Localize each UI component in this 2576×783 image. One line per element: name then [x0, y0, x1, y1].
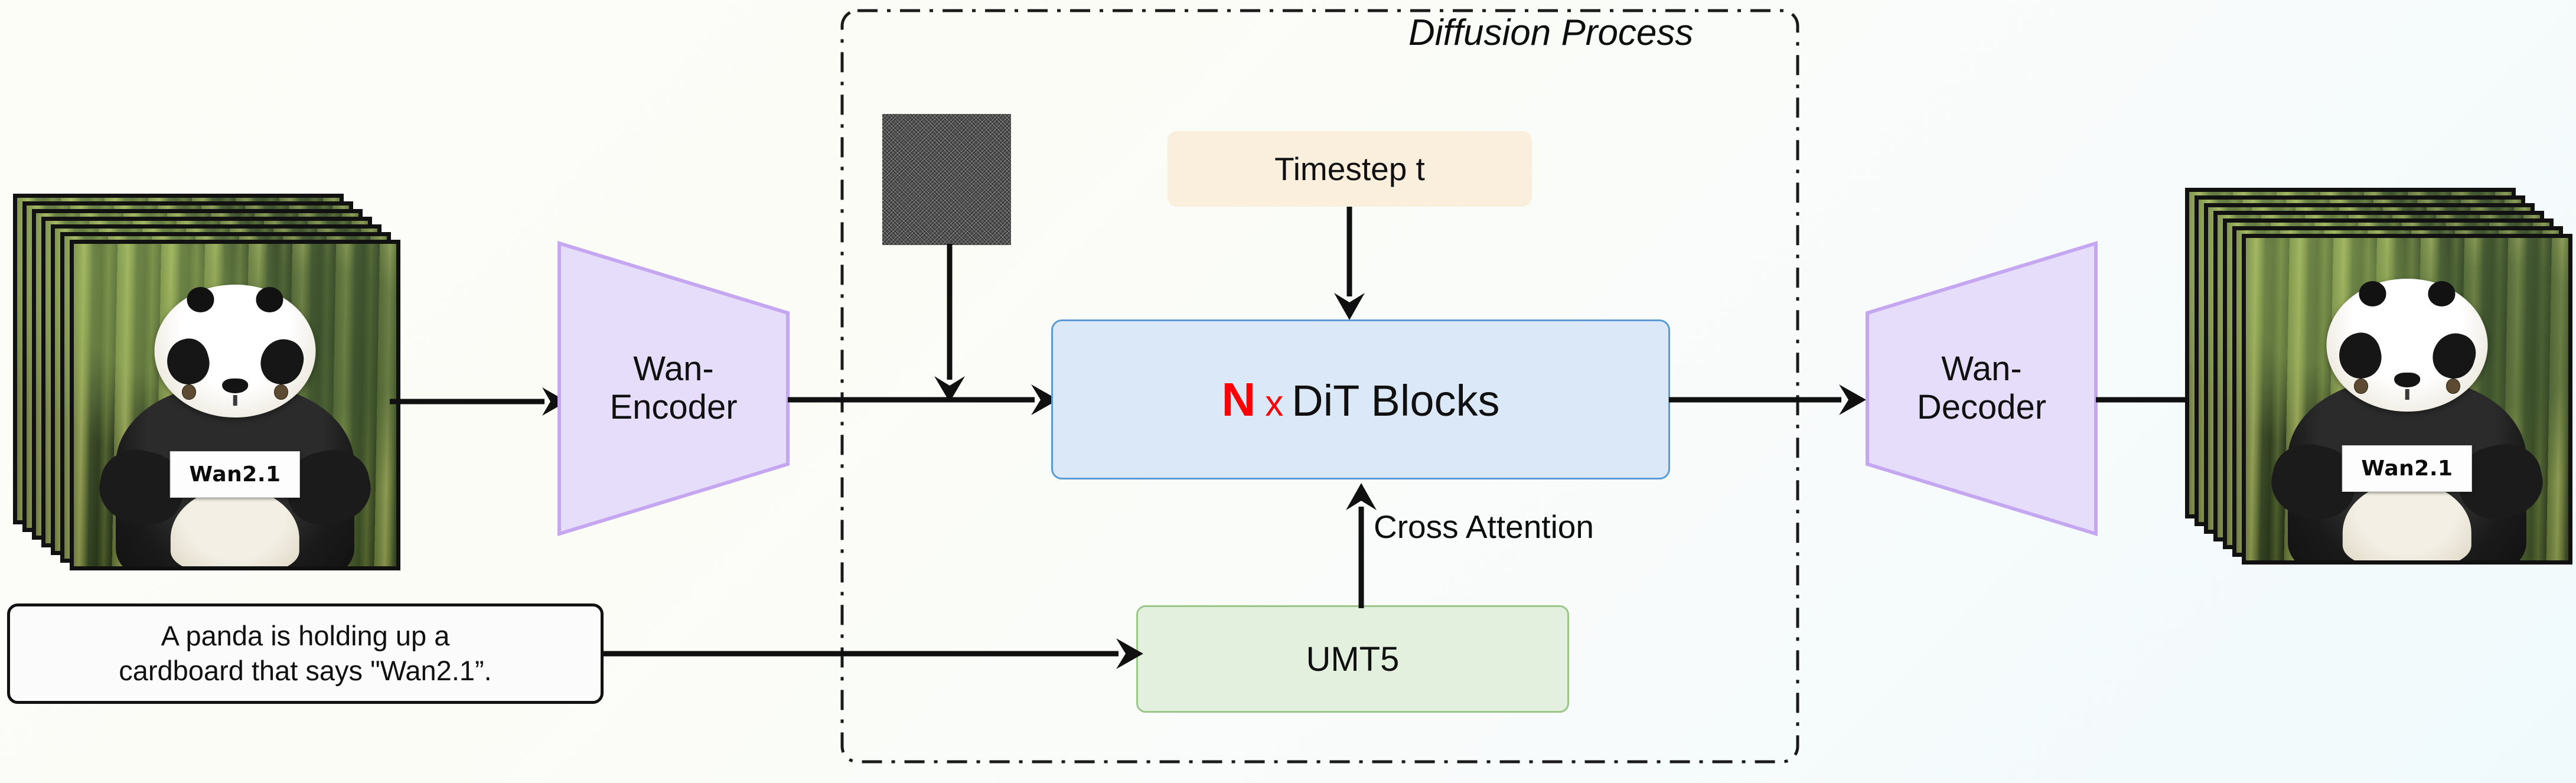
- umt5-box[interactable]: UMT5: [1136, 605, 1569, 713]
- output-video-frames: Wan2.1: [2185, 188, 2576, 589]
- cardboard-sign: Wan2.1: [2342, 445, 2473, 492]
- prompt-line-2: cardboard that says "Wan2.1”.: [119, 655, 492, 686]
- sign-text: Wan2.1: [189, 462, 281, 487]
- prompt-text-box[interactable]: A panda is holding up a cardboard that s…: [7, 603, 604, 704]
- arrow-dit-to-decoder: [1669, 384, 1866, 415]
- panda-illustration: Wan2.1: [74, 263, 396, 566]
- cross-attention-label: Cross Attention: [1374, 508, 1594, 545]
- arrow-prompt-to-umt5: [601, 638, 1143, 669]
- cardboard-sign: Wan2.1: [169, 451, 301, 498]
- arrow-frames-to-encoder: [390, 387, 567, 416]
- frame-front: Wan2.1: [2242, 234, 2572, 565]
- dit-times-symbol: x: [1265, 383, 1284, 424]
- arrow-timestep-to-dit: [1334, 207, 1365, 320]
- dit-repeat-count: N: [1221, 373, 1256, 426]
- prompt-line-1: A panda is holding up a: [161, 620, 450, 652]
- wan-encoder[interactable]: Wan- Encoder: [557, 240, 790, 537]
- gaussian-noise-patch: [882, 114, 1011, 245]
- wan-decoder[interactable]: Wan- Decoder: [1865, 240, 2098, 537]
- panda-illustration: Wan2.1: [2246, 257, 2568, 560]
- umt5-label: UMT5: [1306, 640, 1400, 678]
- diffusion-process-container: [840, 9, 1799, 764]
- sign-text: Wan2.1: [2361, 456, 2453, 481]
- arrow-umt5-to-dit-cross-attention: [1346, 483, 1377, 608]
- dit-blocks-box[interactable]: N x DiT Blocks: [1051, 319, 1670, 479]
- diffusion-process-label: Diffusion Process: [1408, 12, 1694, 53]
- arrow-noise-to-latent: [934, 244, 965, 402]
- dit-blocks-label: DiT Blocks: [1292, 376, 1500, 425]
- input-video-frames: Wan2.1: [13, 194, 426, 595]
- frame-front: Wan2.1: [70, 240, 400, 570]
- arrow-encoder-to-dit: [788, 384, 1058, 415]
- timestep-box[interactable]: Timestep t: [1168, 131, 1532, 207]
- timestep-label: Timestep t: [1274, 151, 1425, 187]
